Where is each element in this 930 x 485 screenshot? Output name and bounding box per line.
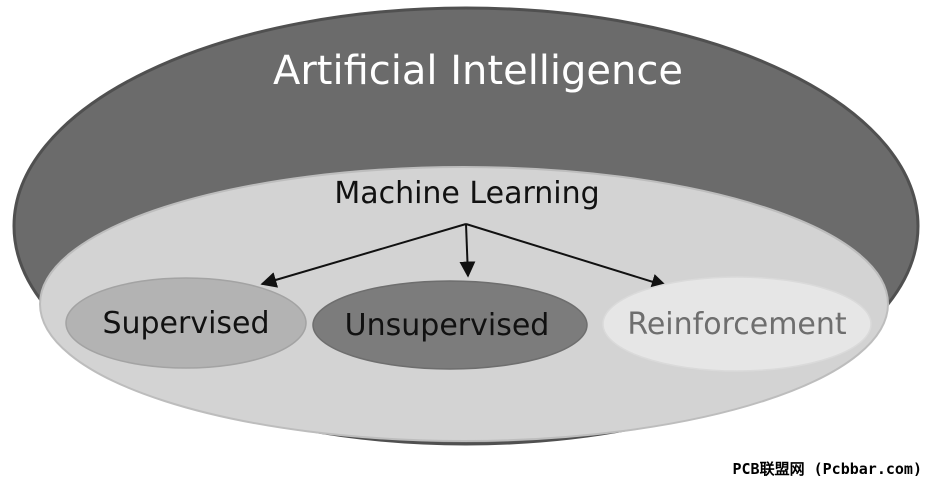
- reinforcement-label: Reinforcement: [627, 307, 847, 342]
- arrow-to-reinforcement: [465, 223, 668, 290]
- ml-label: Machine Learning: [334, 176, 599, 211]
- watermark-text: PCB联盟网 (Pcbbar.com): [732, 460, 923, 478]
- supervised-ellipse: [65, 277, 307, 369]
- supervised-label: Supervised: [102, 306, 269, 341]
- ai-label: Artificial Intelligence: [273, 48, 683, 94]
- reinforcement-ellipse: [602, 276, 872, 372]
- unsupervised-label: Unsupervised: [345, 308, 550, 343]
- unsupervised-ellipse: [312, 280, 588, 370]
- arrow-to-unsupervised: [459, 223, 476, 278]
- arrow-to-supervised: [260, 223, 467, 288]
